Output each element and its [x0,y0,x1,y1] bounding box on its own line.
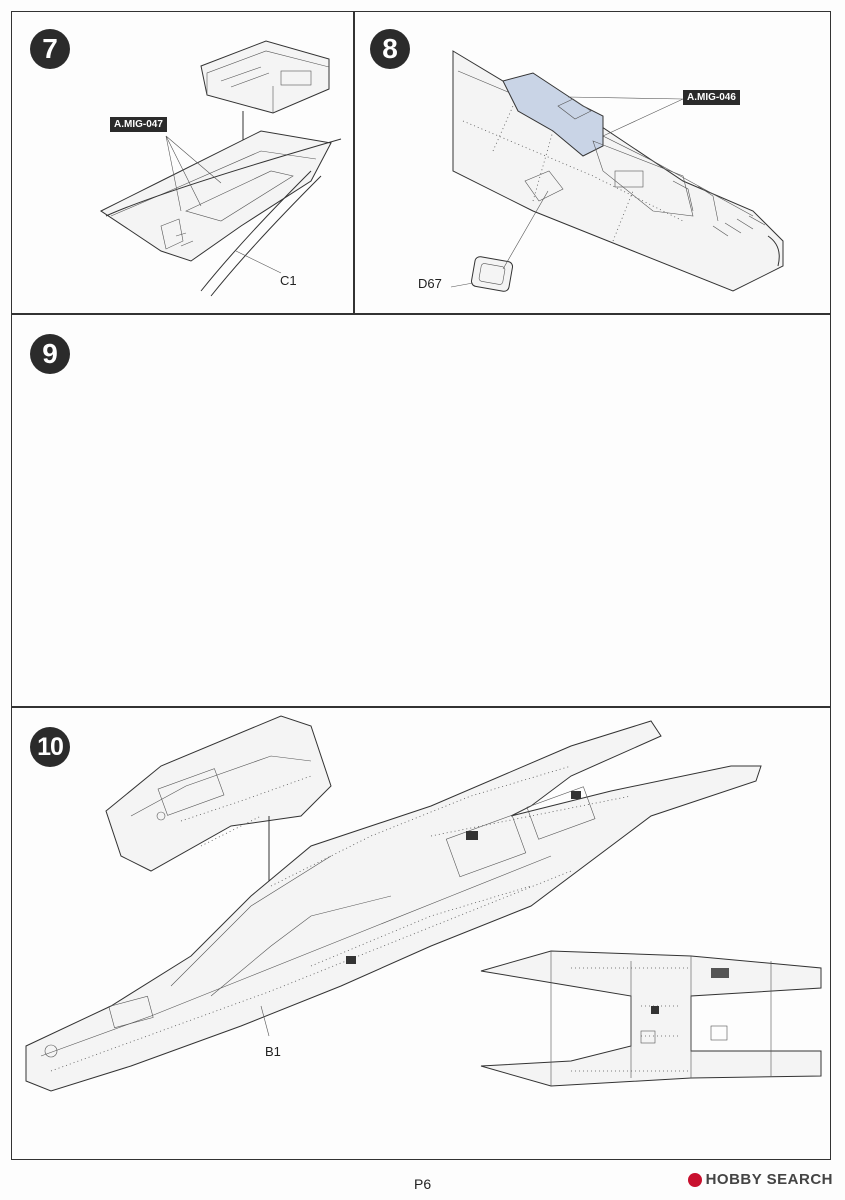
watermark-text: HOBBY SEARCH [705,1171,833,1188]
step-7-paint-tag: A.MIG-047 [110,117,167,132]
step-8-paint-tag: A.MIG-046 [683,90,740,105]
step-10-badge: 10 [30,727,70,767]
step-9-panel [11,313,831,708]
step-10-drawing [25,715,822,1092]
step-9-badge: 9 [30,334,70,374]
step-8-panel [353,11,831,315]
step-7-part-label: C1 [280,273,297,288]
hobby-search-logo-icon [687,1172,702,1187]
step-8-part-label: D67 [418,276,442,291]
step-10-part-label: B1 [265,1044,281,1059]
step-7-panel [11,11,355,315]
step-10-panel [11,706,831,1160]
step-7-drawing [100,40,342,297]
step-8-badge: 8 [370,29,410,69]
step-7-badge: 7 [30,29,70,69]
step-8-drawing [450,50,784,292]
page-number: P6 [414,1176,432,1192]
watermark: HOBBY SEARCH [687,1171,833,1188]
